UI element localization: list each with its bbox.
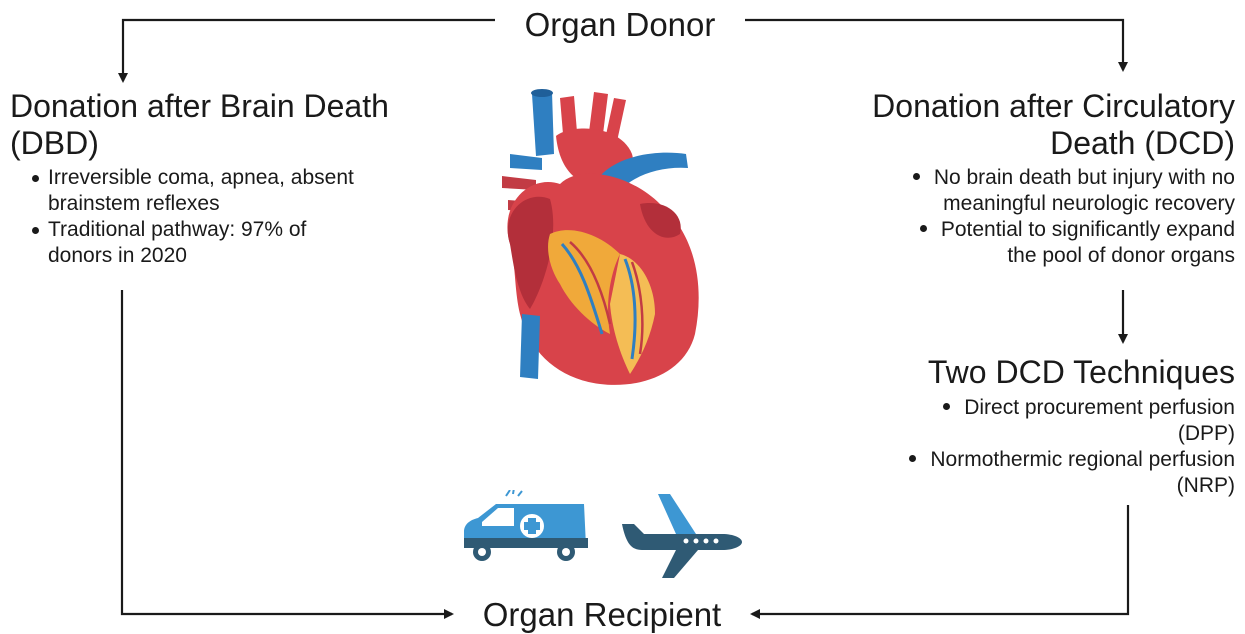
techniques-heading: Two DCD Techniques xyxy=(760,354,1235,391)
list-item: Irreversible coma, apnea, absent brainst… xyxy=(10,165,480,217)
bullet-dot xyxy=(920,225,927,232)
bullet-dot xyxy=(943,403,950,410)
list-item: Traditional pathway: 97% of donors in 20… xyxy=(10,217,480,269)
dcd-heading: Donation after Circulatory Death (DCD) xyxy=(760,88,1235,162)
donor-to-dcd-arrow xyxy=(745,20,1123,70)
list-item: No brain death but injury with no meanin… xyxy=(760,165,1235,217)
organ-donor-title: Organ Donor xyxy=(500,6,740,44)
dbd-heading: Donation after Brain Death (DBD) xyxy=(10,88,480,162)
techniques-to-recipient-arrow xyxy=(752,505,1128,614)
dbd-to-recipient-arrow xyxy=(122,290,452,614)
dbd-bullet-list: Irreversible coma, apnea, absent brainst… xyxy=(10,165,480,269)
dcd-section: Donation after Circulatory Death (DCD) N… xyxy=(760,88,1235,269)
dcd-bullet-list: No brain death but injury with no meanin… xyxy=(760,165,1235,269)
anatomical-heart-icon xyxy=(490,84,715,394)
ambulance-icon xyxy=(458,490,590,568)
list-item: Normothermic regional perfusion (NRP) xyxy=(760,447,1235,499)
organ-recipient-title: Organ Recipient xyxy=(462,596,742,634)
techniques-section: Two DCD Techniques Direct procurement pe… xyxy=(760,354,1235,499)
dbd-section: Donation after Brain Death (DBD) Irrever… xyxy=(10,88,480,269)
donor-to-dbd-arrow xyxy=(123,20,495,81)
bullet-dot xyxy=(913,173,920,180)
list-item: Direct procurement perfusion (DPP) xyxy=(760,395,1235,447)
techniques-bullet-list: Direct procurement perfusion (DPP) Normo… xyxy=(760,395,1235,499)
airplane-icon xyxy=(618,494,746,580)
list-item: Potential to significantly expand the po… xyxy=(760,217,1235,269)
bullet-dot xyxy=(909,455,916,462)
